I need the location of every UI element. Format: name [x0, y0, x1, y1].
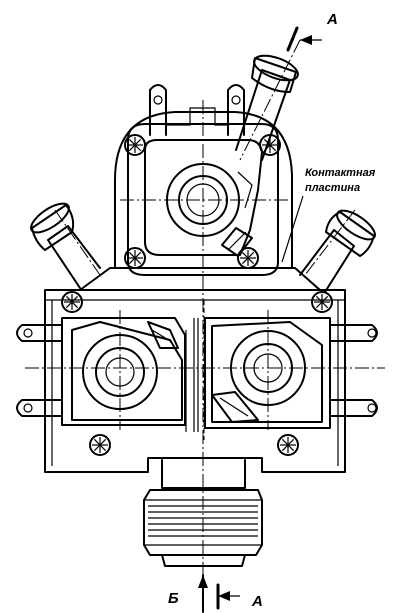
view-label-bottom: Б	[168, 590, 179, 607]
contact-plate-label-line1: Контактная	[305, 167, 376, 179]
outlet-fitting	[143, 459, 263, 567]
side-terminals	[16, 324, 378, 417]
fixing-screws	[61, 134, 333, 456]
section-mark-bottom	[198, 574, 240, 613]
screw-head-icon	[89, 434, 111, 456]
screw-head-icon	[124, 247, 146, 269]
right-valve-housing	[204, 317, 331, 429]
section-label-bottom: А	[251, 593, 263, 610]
contact-plate-leader	[281, 195, 304, 263]
contact-plate-label-line2: пластина	[305, 182, 360, 194]
top-inlet-pipe	[235, 54, 299, 161]
screw-head-icon	[237, 247, 259, 269]
screw-head-icon	[311, 291, 333, 313]
screw-head-icon	[277, 434, 299, 456]
top-terminals	[149, 84, 245, 136]
section-label-top: А	[326, 11, 338, 28]
right-inlet-pipe	[299, 209, 376, 293]
left-inlet-pipe	[30, 202, 101, 289]
section-mark-top	[286, 26, 322, 52]
contact-plate-wall	[185, 300, 205, 440]
screw-head-icon	[259, 134, 281, 156]
screw-head-icon	[124, 134, 146, 156]
valve-body	[44, 111, 346, 473]
screw-head-icon	[61, 291, 83, 313]
left-valve-housing	[61, 317, 186, 426]
